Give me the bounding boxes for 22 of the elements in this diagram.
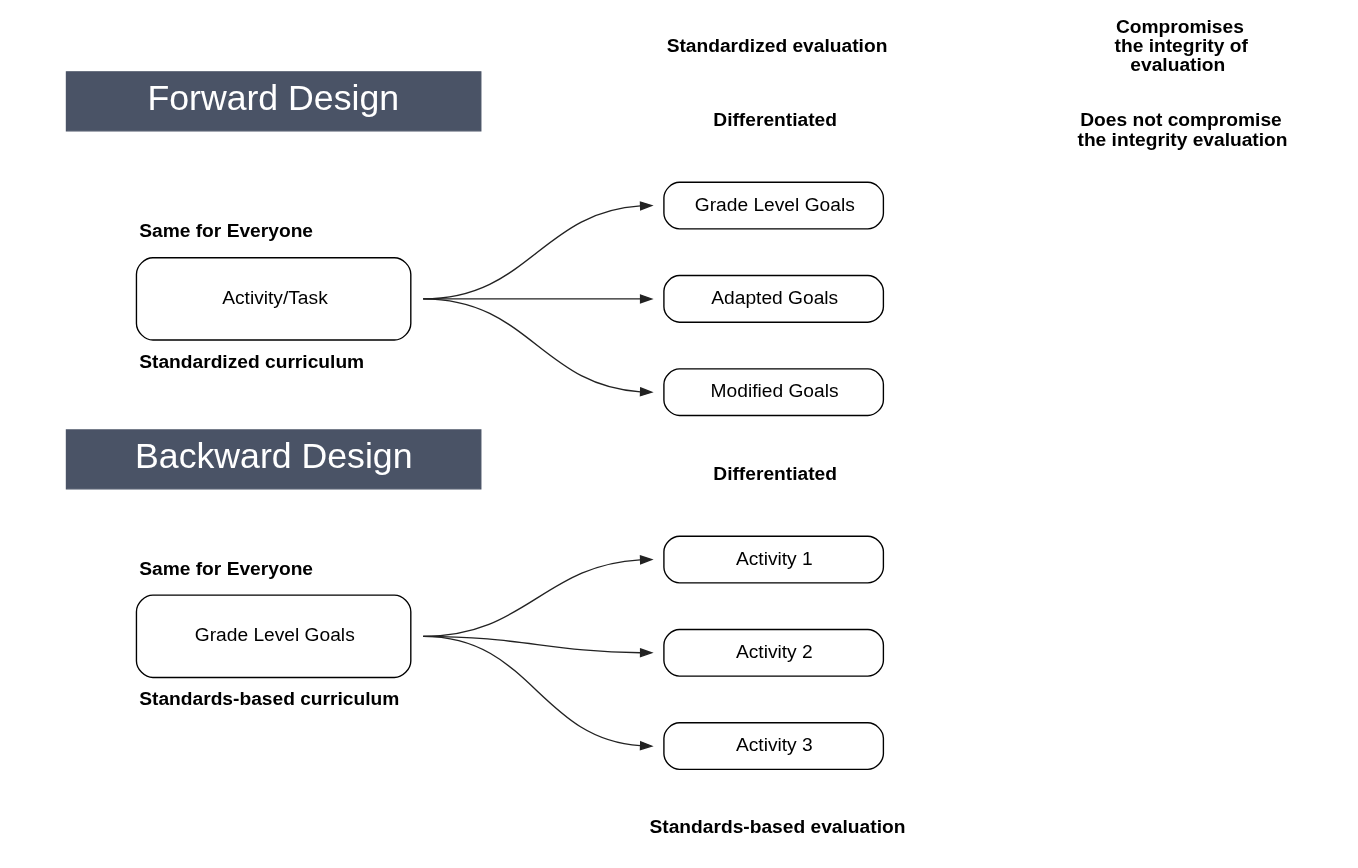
node-label: Same for Everyone: [139, 220, 314, 242]
node-box: Activity 1: [663, 535, 885, 584]
node-box: Modified Goals: [663, 368, 885, 417]
label: Differentiated: [713, 108, 837, 130]
arrow: [422, 298, 654, 397]
node-box: Backward Design: [65, 429, 482, 490]
label: Does not compromise the integrity evaluation: [1077, 109, 1288, 150]
node-label: Same for Everyone: [139, 557, 314, 579]
label: Differentiated: [713, 462, 837, 484]
label: Compromises the integrity of evaluation: [1114, 16, 1248, 76]
node-label: Standardized curriculum: [139, 350, 365, 372]
node-label: Standards-based curriculum: [139, 688, 400, 710]
arrow: [422, 635, 654, 751]
node-box: Forward Design: [65, 71, 482, 132]
node-box: Activity/Task: [135, 257, 412, 341]
label: Standardized evaluation: [666, 34, 888, 56]
node-box: Adapted Goals: [663, 274, 885, 323]
node-box: Activity 3: [663, 722, 885, 771]
node-box: Grade Level Goals: [135, 594, 412, 679]
label: Standards-based evaluation: [649, 816, 906, 838]
node-box: Activity 2: [663, 628, 885, 677]
node-box: Grade Level Goals: [663, 181, 885, 230]
